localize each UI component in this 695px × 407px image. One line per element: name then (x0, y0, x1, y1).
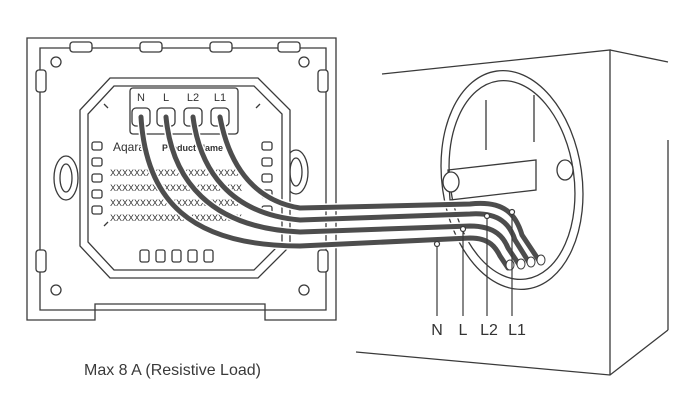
wire-n (138, 114, 511, 271)
wire-l (163, 114, 523, 269)
plate-screw (298, 284, 310, 296)
wire-label-l1: L1 (508, 322, 526, 339)
wire-label-l: L (459, 322, 468, 339)
bottom-clips (139, 249, 214, 263)
side-clips-left (91, 141, 103, 215)
plate-screw (298, 56, 310, 68)
terminal-label-n: N (137, 92, 145, 104)
leader-lines (433, 208, 516, 316)
product-name: Product Name (162, 143, 223, 153)
terminal-label-l2: L2 (187, 92, 199, 104)
spec-line: XXXXXXXXXXXXXXXXXXXXXX (110, 168, 242, 178)
wall-box (355, 49, 669, 376)
terminal-label-l1: L1 (214, 92, 226, 104)
wire-l1 (217, 114, 543, 265)
spec-line: XXXXXXXXXXXXXXXXXXXXXX (110, 183, 242, 193)
wire-label-n: N (431, 322, 443, 339)
plate-screw (50, 56, 62, 68)
screw-hole-right (556, 159, 574, 181)
load-caption: Max 8 A (Resistive Load) (84, 362, 261, 379)
spec-line: XXXXXXXXXXXXXXXXXXXXXX (110, 213, 242, 223)
screw-hole-left (442, 171, 460, 193)
wire-l2 (190, 114, 533, 267)
terminal-label-l: L (163, 92, 169, 104)
wires (137, 113, 546, 272)
plate-screw (50, 284, 62, 296)
wire-label-l2: L2 (480, 322, 498, 339)
brand-logo: Aqara (113, 140, 145, 154)
